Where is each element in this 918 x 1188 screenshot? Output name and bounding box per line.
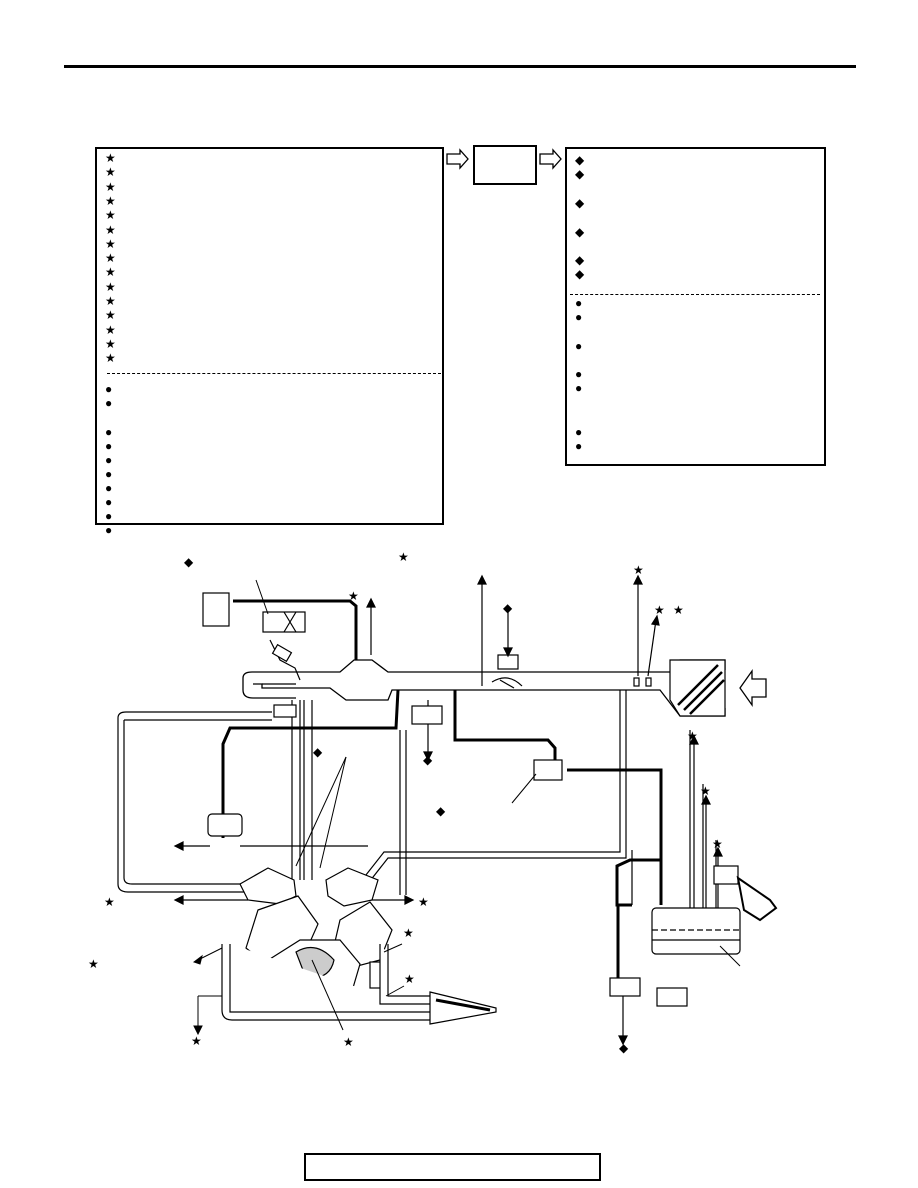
output-panel: ◆◆◆◆◆◆ ●●●●●●● bbox=[565, 147, 826, 466]
sensor-star-icon: ★ bbox=[105, 236, 116, 251]
intake-sensors bbox=[633, 574, 660, 687]
signal-dot-icon: ● bbox=[105, 523, 113, 537]
catalyst-left bbox=[229, 965, 247, 993]
signal-dot-icon: ● bbox=[105, 467, 113, 481]
ecm-box bbox=[473, 145, 537, 185]
actuator-marker: ◆ bbox=[313, 745, 323, 759]
signal-dot-icon: ● bbox=[105, 382, 113, 396]
muffler bbox=[429, 991, 497, 1025]
sensor-marker: ★ bbox=[418, 895, 429, 909]
input-divider bbox=[107, 373, 441, 374]
sensor-star-icon: ★ bbox=[105, 165, 116, 180]
actuator-marker: ◆ bbox=[423, 753, 433, 767]
sensor-marker: ★ bbox=[398, 550, 409, 564]
signal-dot-icon: ● bbox=[105, 453, 113, 467]
flow-arrow-to-actuators bbox=[539, 148, 562, 170]
signal-dot-icon: ● bbox=[105, 396, 113, 410]
sensor-marker: ★ bbox=[403, 926, 414, 940]
input-panel: ★★★★★★★★★★★★★★★ ●●●●●●●●●● bbox=[95, 147, 444, 536]
sensor-marker: ★ bbox=[700, 784, 711, 798]
signal-dot-icon: ● bbox=[105, 495, 113, 509]
throttle-body bbox=[477, 574, 523, 689]
engine-block bbox=[221, 867, 497, 1025]
vacuum-arrows bbox=[173, 597, 723, 1046]
fuel-tank bbox=[651, 907, 741, 955]
pcv-valve bbox=[273, 704, 297, 718]
purge-solenoid bbox=[533, 759, 563, 781]
sensor-marker: ★ bbox=[104, 895, 115, 909]
sensor-star-icon: ★ bbox=[105, 251, 116, 266]
actuator-marker: ◆ bbox=[619, 1041, 629, 1055]
intake-duct bbox=[242, 659, 726, 717]
sensor-star-icon: ★ bbox=[105, 222, 116, 237]
vacuum-tank bbox=[207, 813, 243, 837]
actuator-diamond-icon: ◆ bbox=[575, 267, 585, 281]
sensor-star-icon: ★ bbox=[105, 208, 116, 223]
actuator-marker: ◆ bbox=[503, 601, 513, 615]
actuator-diamond-icon: ◆ bbox=[575, 253, 585, 267]
signal-dot-icon: ● bbox=[575, 339, 583, 353]
solenoid-valve bbox=[262, 611, 306, 633]
inlet-air-arrow bbox=[739, 668, 767, 708]
sensor-star-icon: ★ bbox=[105, 322, 116, 337]
actuator-diamond-icon: ◆ bbox=[575, 225, 585, 239]
control-unit-box bbox=[202, 592, 230, 627]
top-rule bbox=[64, 65, 856, 68]
footer-box bbox=[304, 1153, 601, 1181]
signal-dot-icon: ● bbox=[105, 425, 113, 439]
actuator-marker: ◆ bbox=[184, 555, 194, 569]
actuator-marker: ◆ bbox=[436, 804, 446, 818]
fuel-pump-module bbox=[713, 865, 739, 885]
sensor-star-icon: ★ bbox=[105, 193, 116, 208]
egr-solenoid bbox=[411, 705, 443, 725]
signal-dot-icon: ● bbox=[575, 296, 583, 310]
signal-dot-icon: ● bbox=[105, 439, 113, 453]
signal-dot-icon: ● bbox=[575, 439, 583, 453]
signal-dot-icon: ● bbox=[575, 381, 583, 395]
actuator-diamond-icon: ◆ bbox=[575, 196, 585, 210]
air-cleaner bbox=[669, 659, 726, 717]
sensor-marker: ★ bbox=[88, 957, 99, 971]
sensor-star-icon: ★ bbox=[105, 351, 116, 366]
signal-dot-icon: ● bbox=[575, 367, 583, 381]
output-divider bbox=[570, 294, 820, 295]
sensor-star-icon: ★ bbox=[105, 336, 116, 351]
vent-solenoid bbox=[609, 977, 641, 997]
signal-dot-icon: ● bbox=[105, 481, 113, 495]
sensor-marker: ★ bbox=[712, 837, 723, 851]
sensor-star-icon: ★ bbox=[105, 294, 116, 308]
signal-dot-icon: ● bbox=[575, 310, 583, 324]
sensor-marker: ★ bbox=[348, 589, 359, 603]
sensor-marker: ★ bbox=[687, 729, 698, 743]
diagram-markers: ◆ ★ ★ ◆ ★ ★ ★ ◆ ◆ ◆ ★ ★ ★ ★ ★ ★ ★ ★ ★ ★ … bbox=[88, 550, 723, 1055]
sensor-marker: ★ bbox=[191, 1034, 202, 1048]
signal-dot-icon: ● bbox=[105, 509, 113, 523]
actuator-diamond-icon: ◆ bbox=[575, 153, 585, 167]
sensor-star-icon: ★ bbox=[105, 279, 116, 294]
evap-purge-lines bbox=[221, 599, 663, 978]
sensor-marker: ★ bbox=[673, 603, 684, 617]
actuator-diamond-icon: ◆ bbox=[575, 167, 585, 181]
filler-neck bbox=[736, 875, 778, 922]
components bbox=[202, 592, 778, 1007]
sensor-star-icon: ★ bbox=[105, 179, 116, 194]
leader-lines bbox=[192, 579, 741, 1036]
sensor-marker: ★ bbox=[404, 972, 415, 986]
sensor-marker: ★ bbox=[633, 563, 644, 577]
sensor-star-icon: ★ bbox=[105, 151, 116, 165]
catalyst-right bbox=[369, 961, 387, 989]
sensor-marker: ★ bbox=[654, 603, 665, 617]
vacuum-hoses bbox=[117, 690, 717, 912]
pressure-sensor bbox=[656, 987, 688, 1007]
sensor-marker: ★ bbox=[343, 1035, 354, 1049]
signal-dot-icon: ● bbox=[575, 425, 583, 439]
flow-arrow-to-ecm bbox=[446, 148, 469, 170]
sensor-star-icon: ★ bbox=[105, 265, 116, 280]
sensor-star-icon: ★ bbox=[105, 308, 116, 323]
